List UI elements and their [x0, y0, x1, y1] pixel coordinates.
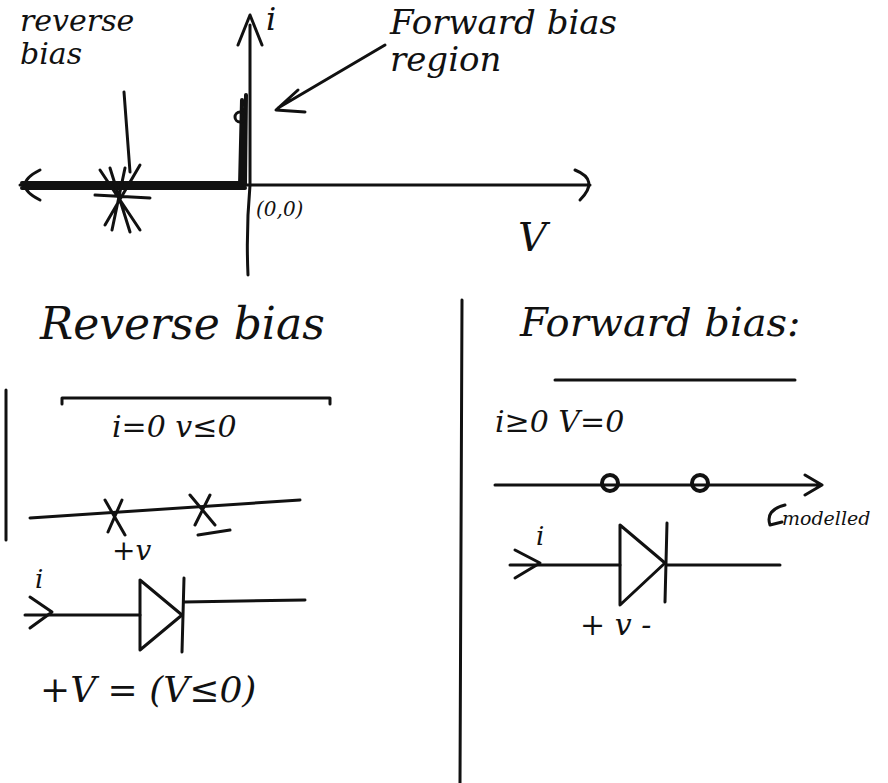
leader-line	[124, 92, 130, 172]
sketch-label: +V = (V≤0)	[40, 670, 256, 710]
forward-bias-line	[240, 95, 246, 185]
sketch-label: Forward bias region	[390, 4, 640, 79]
leader-arrow	[276, 45, 385, 112]
sketch-label: i≥0 V=0	[495, 405, 624, 438]
reverse-bias-line	[22, 183, 245, 188]
sketch-label: + v -	[580, 608, 651, 641]
sketch-label: Forward bias:	[520, 300, 801, 344]
wire	[495, 475, 822, 495]
diode-symbol	[620, 525, 665, 605]
dot	[692, 475, 708, 491]
sketch-label: modelled	[782, 508, 870, 529]
sketch-label: (0,0)	[256, 198, 303, 220]
wire	[25, 614, 140, 617]
sketch-label: i	[35, 565, 43, 594]
divider-line	[460, 300, 462, 783]
axis-arrowhead	[238, 15, 262, 45]
diode-symbol	[140, 580, 182, 650]
sketch-label: i	[266, 2, 276, 37]
sketch-label: V	[518, 215, 547, 259]
scribble-mark	[95, 165, 150, 232]
wire	[184, 600, 305, 602]
cross-mark	[190, 495, 230, 535]
i-axis	[247, 25, 250, 275]
current-arrow	[515, 550, 540, 578]
cross-mark	[105, 500, 125, 535]
sketch-label: reverse bias	[20, 4, 160, 70]
sketch-label: i=0 v≤0	[112, 410, 237, 443]
wire	[510, 564, 620, 567]
axis-arrowhead	[575, 170, 589, 200]
wire	[30, 500, 300, 518]
diode-bar	[665, 523, 667, 602]
sketch-label: Reverse bias	[40, 300, 325, 348]
wire	[667, 564, 780, 567]
dot	[602, 475, 618, 491]
diode-bar	[182, 578, 184, 652]
margin-line	[5, 390, 8, 540]
underline	[555, 379, 795, 382]
sketch-label: +v	[112, 536, 151, 567]
dot	[235, 112, 245, 122]
sketch-label: i	[536, 522, 544, 551]
current-arrow	[30, 597, 52, 628]
underline	[62, 398, 330, 404]
